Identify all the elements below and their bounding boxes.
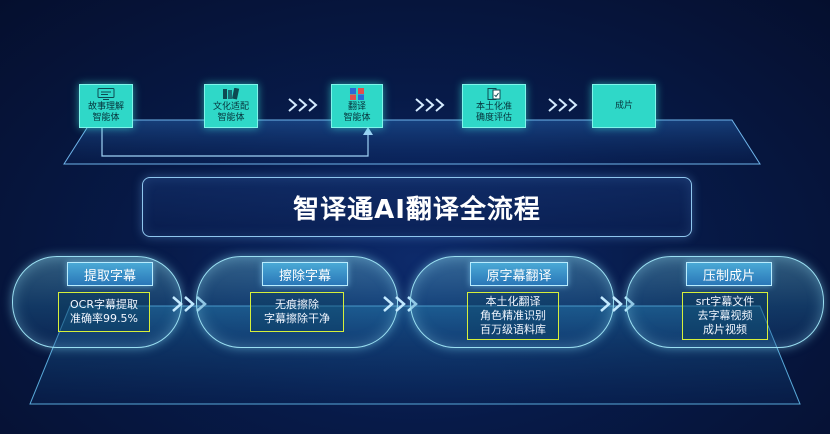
stage-title: 压制成片 (686, 262, 772, 286)
feedback-connector (101, 126, 373, 157)
flow-box-line1: 文化适配 (212, 102, 249, 112)
flow-box-line1: 本土化准 (475, 102, 512, 112)
stage-content: OCR字幕提取 准确率99.5% (58, 292, 150, 332)
flow-box-line2: 智能体 (217, 113, 245, 123)
stage-line: 角色精准识别 (480, 309, 546, 322)
stage-content: 本土化翻译 角色精准识别 百万级语料库 (467, 292, 559, 340)
flow-box-translate: 翻译 智能体 (331, 84, 383, 128)
chevron-right-icon (548, 98, 578, 112)
stage-line: OCR字幕提取 (70, 298, 138, 311)
stage-line: 成片视频 (703, 323, 747, 336)
stage-line: 本土化翻译 (485, 295, 541, 308)
flow-box-line2: 智能体 (92, 113, 120, 123)
stage-title: 原字幕翻译 (470, 262, 568, 286)
flow-box-story: 故事理解 智能体 (79, 84, 133, 128)
document-check-icon (487, 88, 501, 100)
stage-line: srt字幕文件 (695, 295, 755, 308)
stage-content: srt字幕文件 去字幕视频 成片视频 (682, 292, 768, 340)
flow-box-culture: 文化适配 智能体 (204, 84, 258, 128)
flow-box-line1: 翻译 (347, 102, 366, 112)
flow-box-line2: 智能体 (343, 113, 371, 123)
stage-line: 准确率99.5% (70, 312, 138, 325)
stage-title: 擦除字幕 (262, 262, 348, 286)
page-title: 智译通AI翻译全流程 (142, 177, 692, 237)
chevron-right-icon (415, 98, 445, 112)
page-title-text: 智译通AI翻译全流程 (293, 194, 541, 225)
stage-line: 字幕擦除干净 (264, 312, 330, 325)
flow-box-line2: 确度评估 (475, 113, 512, 123)
monitor-icon (97, 88, 115, 100)
flow-box-line1: 故事理解 (87, 102, 124, 112)
translate-icon (350, 88, 364, 100)
flow-box-line1: 成片 (614, 100, 633, 111)
stage-line: 百万级语料库 (480, 323, 546, 336)
stage-line: 去字幕视频 (697, 309, 753, 322)
stage-content: 无痕擦除 字幕擦除干净 (250, 292, 344, 332)
flow-box-evaluation: 本土化准 确度评估 (462, 84, 526, 128)
chevron-right-icon (288, 98, 318, 112)
stage-line: 无痕擦除 (275, 298, 319, 311)
flow-box-final: 成片 (592, 84, 656, 128)
stage-title: 提取字幕 (67, 262, 153, 286)
books-icon (223, 88, 240, 100)
stage-capsule-extract (12, 256, 182, 348)
